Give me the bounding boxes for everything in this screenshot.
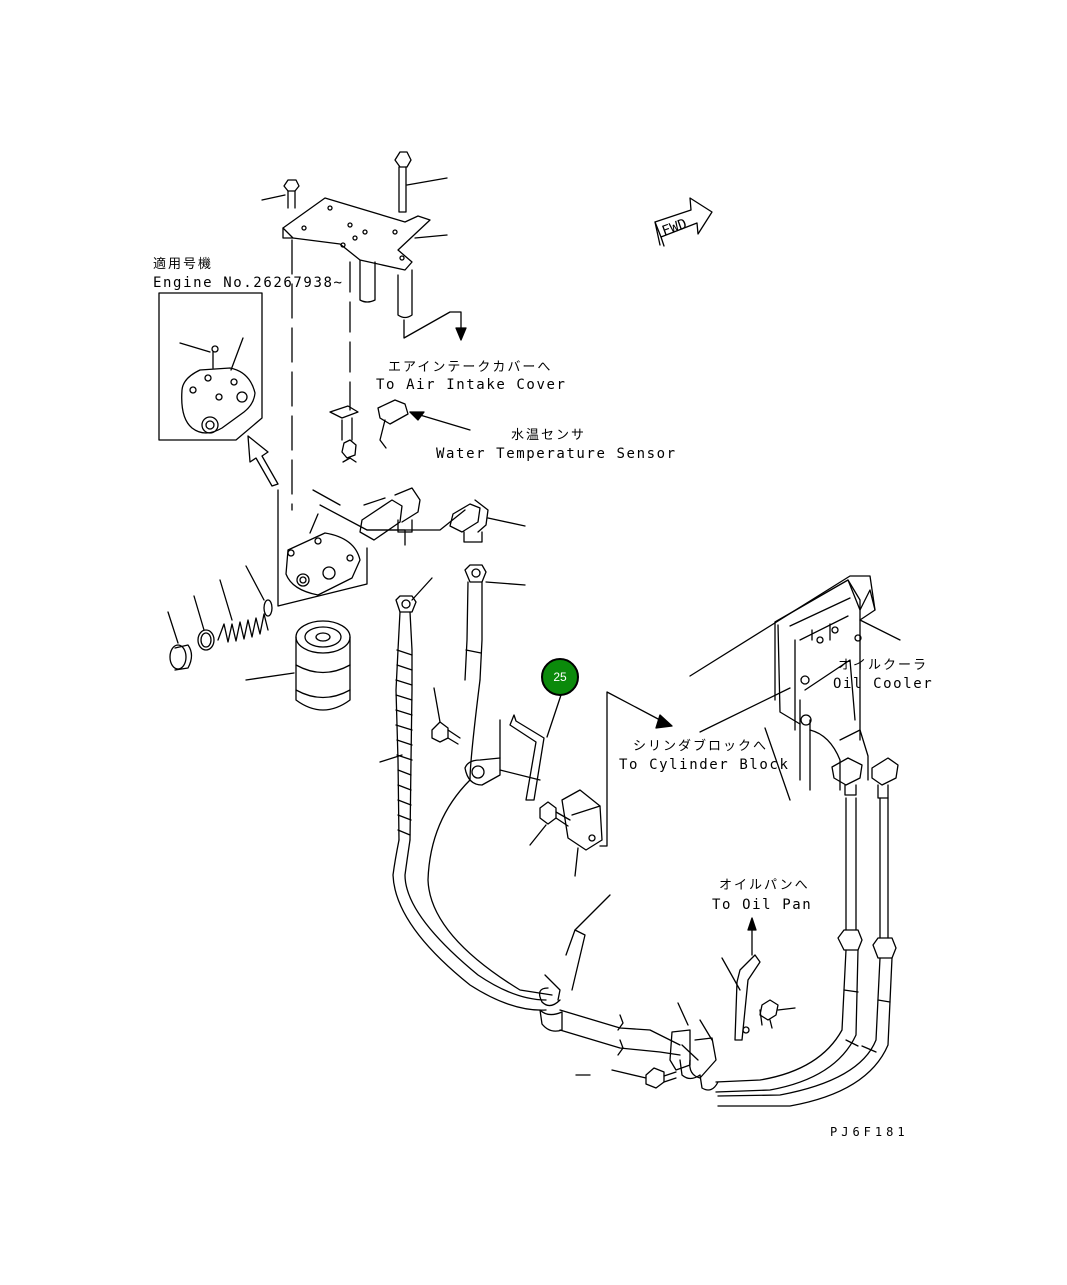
oil-pan-bracket xyxy=(721,917,796,1041)
water-sensor-label-jp: 水温センサ xyxy=(511,428,587,443)
oil-cooler xyxy=(689,575,901,801)
long-bolt xyxy=(394,151,448,213)
applicable-label-jp: 適用号機 xyxy=(153,257,214,272)
lower-clamps xyxy=(538,894,719,1091)
filter-head xyxy=(277,489,466,607)
hose-right xyxy=(427,564,553,996)
cylinder-block-label-jp: シリンダブロックへ xyxy=(633,739,769,754)
oil-pan-label-en: To Oil Pan xyxy=(712,897,813,913)
inset-box xyxy=(158,292,263,441)
oil-filter xyxy=(245,620,351,711)
air-intake-label-jp: エアインテークカバーへ xyxy=(388,360,553,375)
cylinder-block-label-en: To Cylinder Block xyxy=(619,757,790,773)
water-temperature-sensor xyxy=(329,399,471,463)
oil-cooler-label-en: Oil Cooler xyxy=(833,676,934,692)
fwd-arrow-icon: FWD xyxy=(654,197,713,247)
svg-text:FWD: FWD xyxy=(660,216,689,240)
hose-left xyxy=(379,577,547,1011)
relief-spring xyxy=(167,565,273,671)
bolt xyxy=(261,179,300,209)
adapter-fitting xyxy=(359,487,421,541)
drawing-code: PJ6F181 xyxy=(830,1125,909,1139)
oil-pan-label-jp: オイルパンへ xyxy=(719,878,810,893)
hose-clamp xyxy=(431,687,541,786)
oil-cooler-label-jp: オイルクーラ xyxy=(838,658,929,673)
elbow-fitting xyxy=(449,499,526,543)
air-intake-label-en: To Air Intake Cover xyxy=(376,377,567,393)
applicable-label-en: Engine No.26267938~ xyxy=(153,275,344,291)
arrow-icon xyxy=(247,435,279,487)
block-clamp xyxy=(529,789,603,877)
stay-bracket xyxy=(509,691,563,801)
mounting-bracket xyxy=(282,197,431,319)
part-callout-25[interactable]: 25 xyxy=(541,658,579,696)
water-sensor-label-en: Water Temperature Sensor xyxy=(436,446,677,462)
leader-line xyxy=(414,234,448,239)
cooler-hoses xyxy=(715,797,897,1107)
